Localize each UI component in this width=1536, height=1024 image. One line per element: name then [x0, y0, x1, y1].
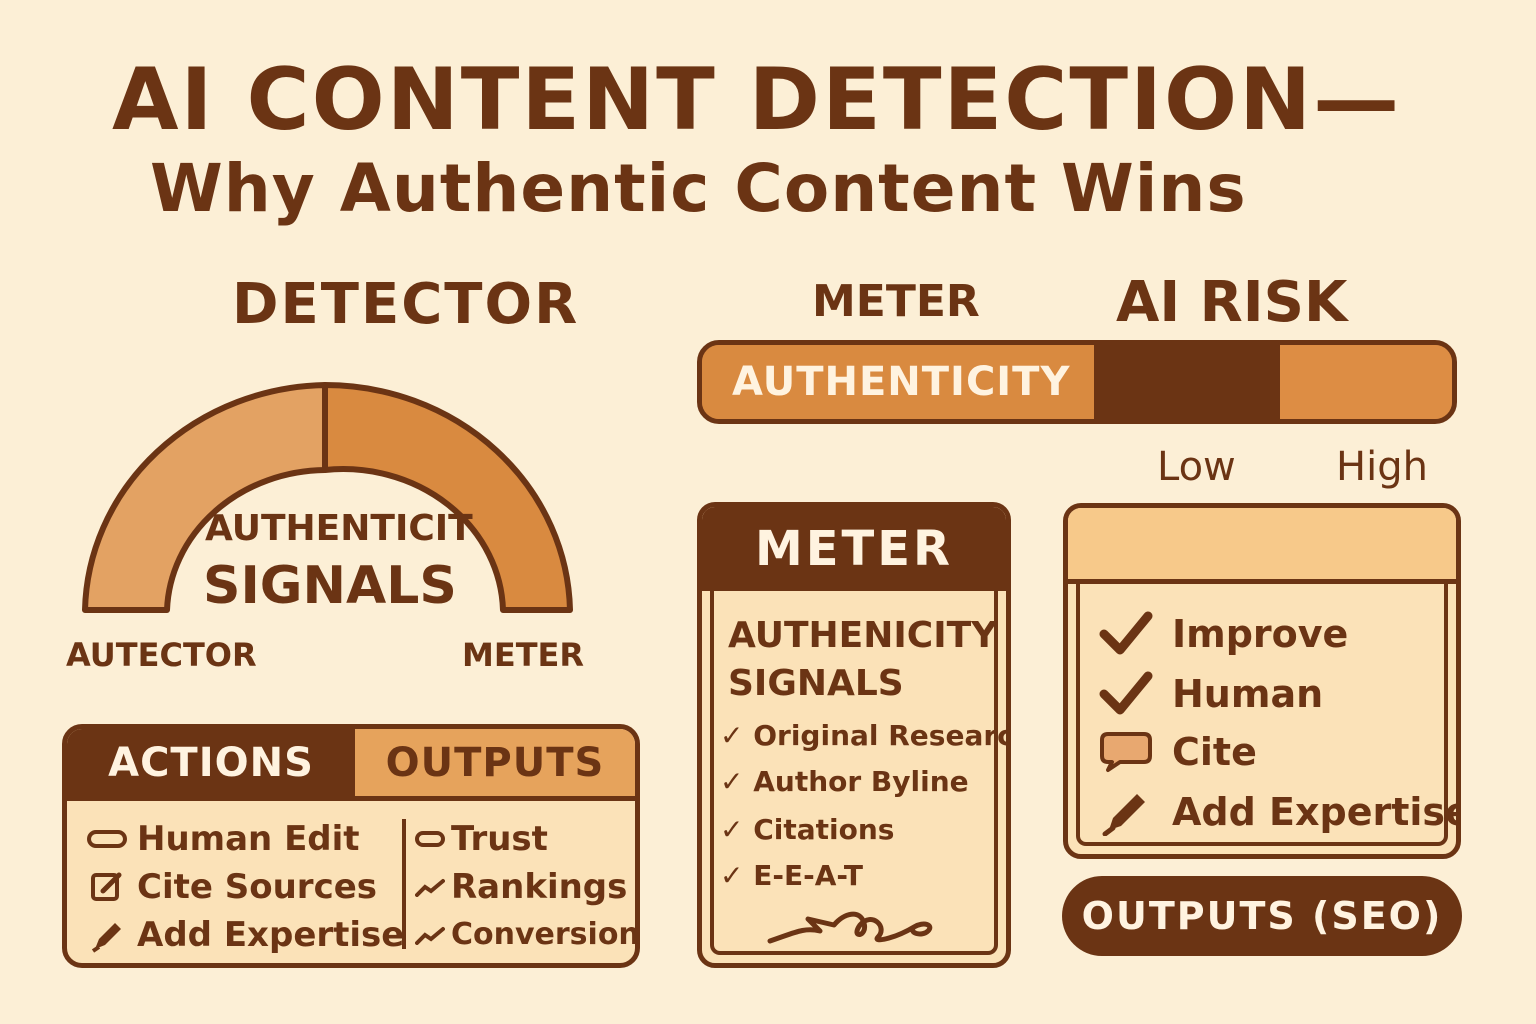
pen-icon — [1096, 788, 1156, 836]
pen-icon — [87, 917, 127, 953]
outputs-header: OUTPUTS — [355, 729, 635, 796]
output-label: Rankings — [451, 867, 628, 907]
action-item-add-expertise: Add Expertise — [87, 915, 404, 955]
gauge-center-label-2: SIGNALS — [203, 556, 457, 616]
check-icon: ✓ — [720, 859, 744, 892]
output-item-trust: Trust — [415, 819, 548, 859]
bar-middle-segment — [1094, 345, 1280, 419]
meter-card-subtitle-1: AUTHENICITY — [728, 615, 998, 656]
gauge-center-label-1: AUTHENTICIT — [205, 508, 473, 549]
checklist-item-add-expertise: Add Expertise — [1096, 788, 1461, 836]
gauge-left-segment — [82, 382, 328, 613]
signal-item: ✓ Citations — [720, 813, 894, 846]
authenticity-gauge — [82, 382, 573, 613]
ai-risk-label: AI RISK — [1116, 270, 1348, 335]
actions-outputs-header: ACTIONS OUTPUTS — [67, 729, 635, 801]
pill-icon — [87, 829, 127, 849]
checklist-label: Add Expertise — [1172, 790, 1461, 834]
signal-label: Original Research — [753, 719, 1011, 752]
output-item-conversions: Conversions — [415, 917, 640, 952]
output-item-rankings: Rankings — [415, 867, 627, 907]
column-divider — [402, 819, 406, 949]
low-label: Low — [1157, 444, 1236, 490]
check-icon — [1096, 610, 1156, 658]
edit-icon — [87, 869, 127, 905]
signal-item: ✓ E-E-A-T — [720, 859, 863, 892]
speech-bubble-icon — [1096, 730, 1156, 774]
authenticity-risk-bar: AUTHENTICITY — [697, 340, 1457, 424]
action-label: Add Expertise — [137, 915, 405, 955]
meter-card-subtitle-2: SIGNALS — [728, 663, 904, 704]
checklist-card: Improve Human Cite Add Expertise — [1063, 503, 1461, 859]
checklist-card-body — [1076, 584, 1448, 846]
action-item-cite-sources: Cite Sources — [87, 867, 377, 907]
title-line-1: AI CONTENT DETECTION— — [112, 50, 1402, 150]
meter-card-header: METER — [702, 507, 1006, 591]
check-icon: ✓ — [720, 765, 744, 798]
detector-heading: DETECTOR — [232, 272, 580, 337]
trend-icon — [415, 925, 445, 945]
bar-authenticity-label: AUTHENTICITY — [732, 359, 1071, 405]
actions-outputs-panel: ACTIONS OUTPUTS Human Edit Cite Sources … — [62, 724, 640, 968]
signal-label: Citations — [753, 813, 895, 846]
signature-icon — [767, 911, 933, 944]
checklist-item-human: Human — [1096, 670, 1323, 718]
outputs-seo-badge: OUTPUTS (SEO) — [1062, 876, 1462, 956]
bar-risk-segment — [1280, 345, 1452, 419]
signal-label: Author Byline — [753, 765, 969, 798]
meter-label: METER — [812, 276, 980, 327]
signal-label: E-E-A-T — [753, 859, 863, 892]
output-label: Conversions — [451, 917, 640, 952]
signal-item: ✓ Original Research — [720, 719, 1011, 752]
action-item-human-edit: Human Edit — [87, 819, 360, 859]
checklist-item-cite: Cite — [1096, 730, 1257, 774]
check-icon: ✓ — [720, 813, 744, 846]
high-label: High — [1336, 444, 1428, 490]
action-label: Human Edit — [137, 819, 360, 859]
actions-header: ACTIONS — [67, 729, 355, 796]
gauge-right-segment — [322, 382, 573, 613]
check-icon: ✓ — [720, 719, 744, 752]
bar-authenticity-segment: AUTHENTICITY — [702, 345, 1094, 419]
gauge-left-label: AUTECTOR — [66, 636, 257, 674]
checklist-item-improve: Improve — [1096, 610, 1348, 658]
meter-card: METER AUTHENICITY SIGNALS ✓ Original Res… — [697, 502, 1011, 968]
pill-icon — [415, 831, 445, 847]
checklist-label: Cite — [1172, 730, 1257, 774]
signal-item: ✓ Author Byline — [720, 765, 969, 798]
output-label: Trust — [451, 819, 548, 859]
checklist-label: Improve — [1172, 612, 1349, 656]
gauge-right-label: METER — [462, 636, 585, 674]
check-icon — [1096, 670, 1156, 718]
action-label: Cite Sources — [137, 867, 378, 907]
meter-card-body — [710, 591, 998, 955]
title-line-2: Why Authentic Content Wins — [150, 150, 1247, 227]
checklist-card-header — [1068, 508, 1456, 584]
checklist-label: Human — [1172, 672, 1324, 716]
trend-icon — [415, 877, 445, 897]
